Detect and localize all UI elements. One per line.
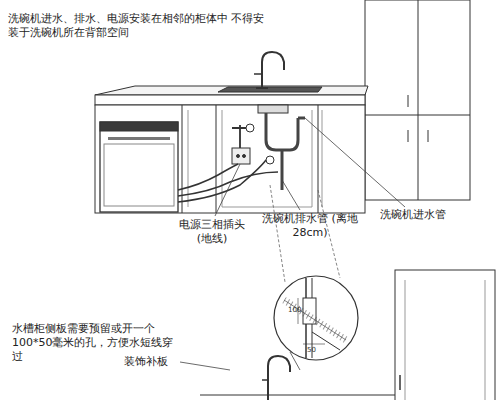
installation-note: 洗碗机进水、排水、电源安装在相邻的柜体中 不得安装于洗碗机所在背部空间 (8, 12, 268, 40)
drain-hose-label: 洗碗机排水管 (离地28cm) (262, 212, 358, 240)
dimension-label: 50 (307, 346, 323, 354)
trim-panel-label: 装饰补板 (124, 355, 184, 369)
dimension-label: 100 (288, 306, 302, 314)
power-plug-label: 电源三相插头 (地线) (170, 218, 254, 246)
inlet-hose-label: 洗碗机进水管 (368, 208, 458, 222)
